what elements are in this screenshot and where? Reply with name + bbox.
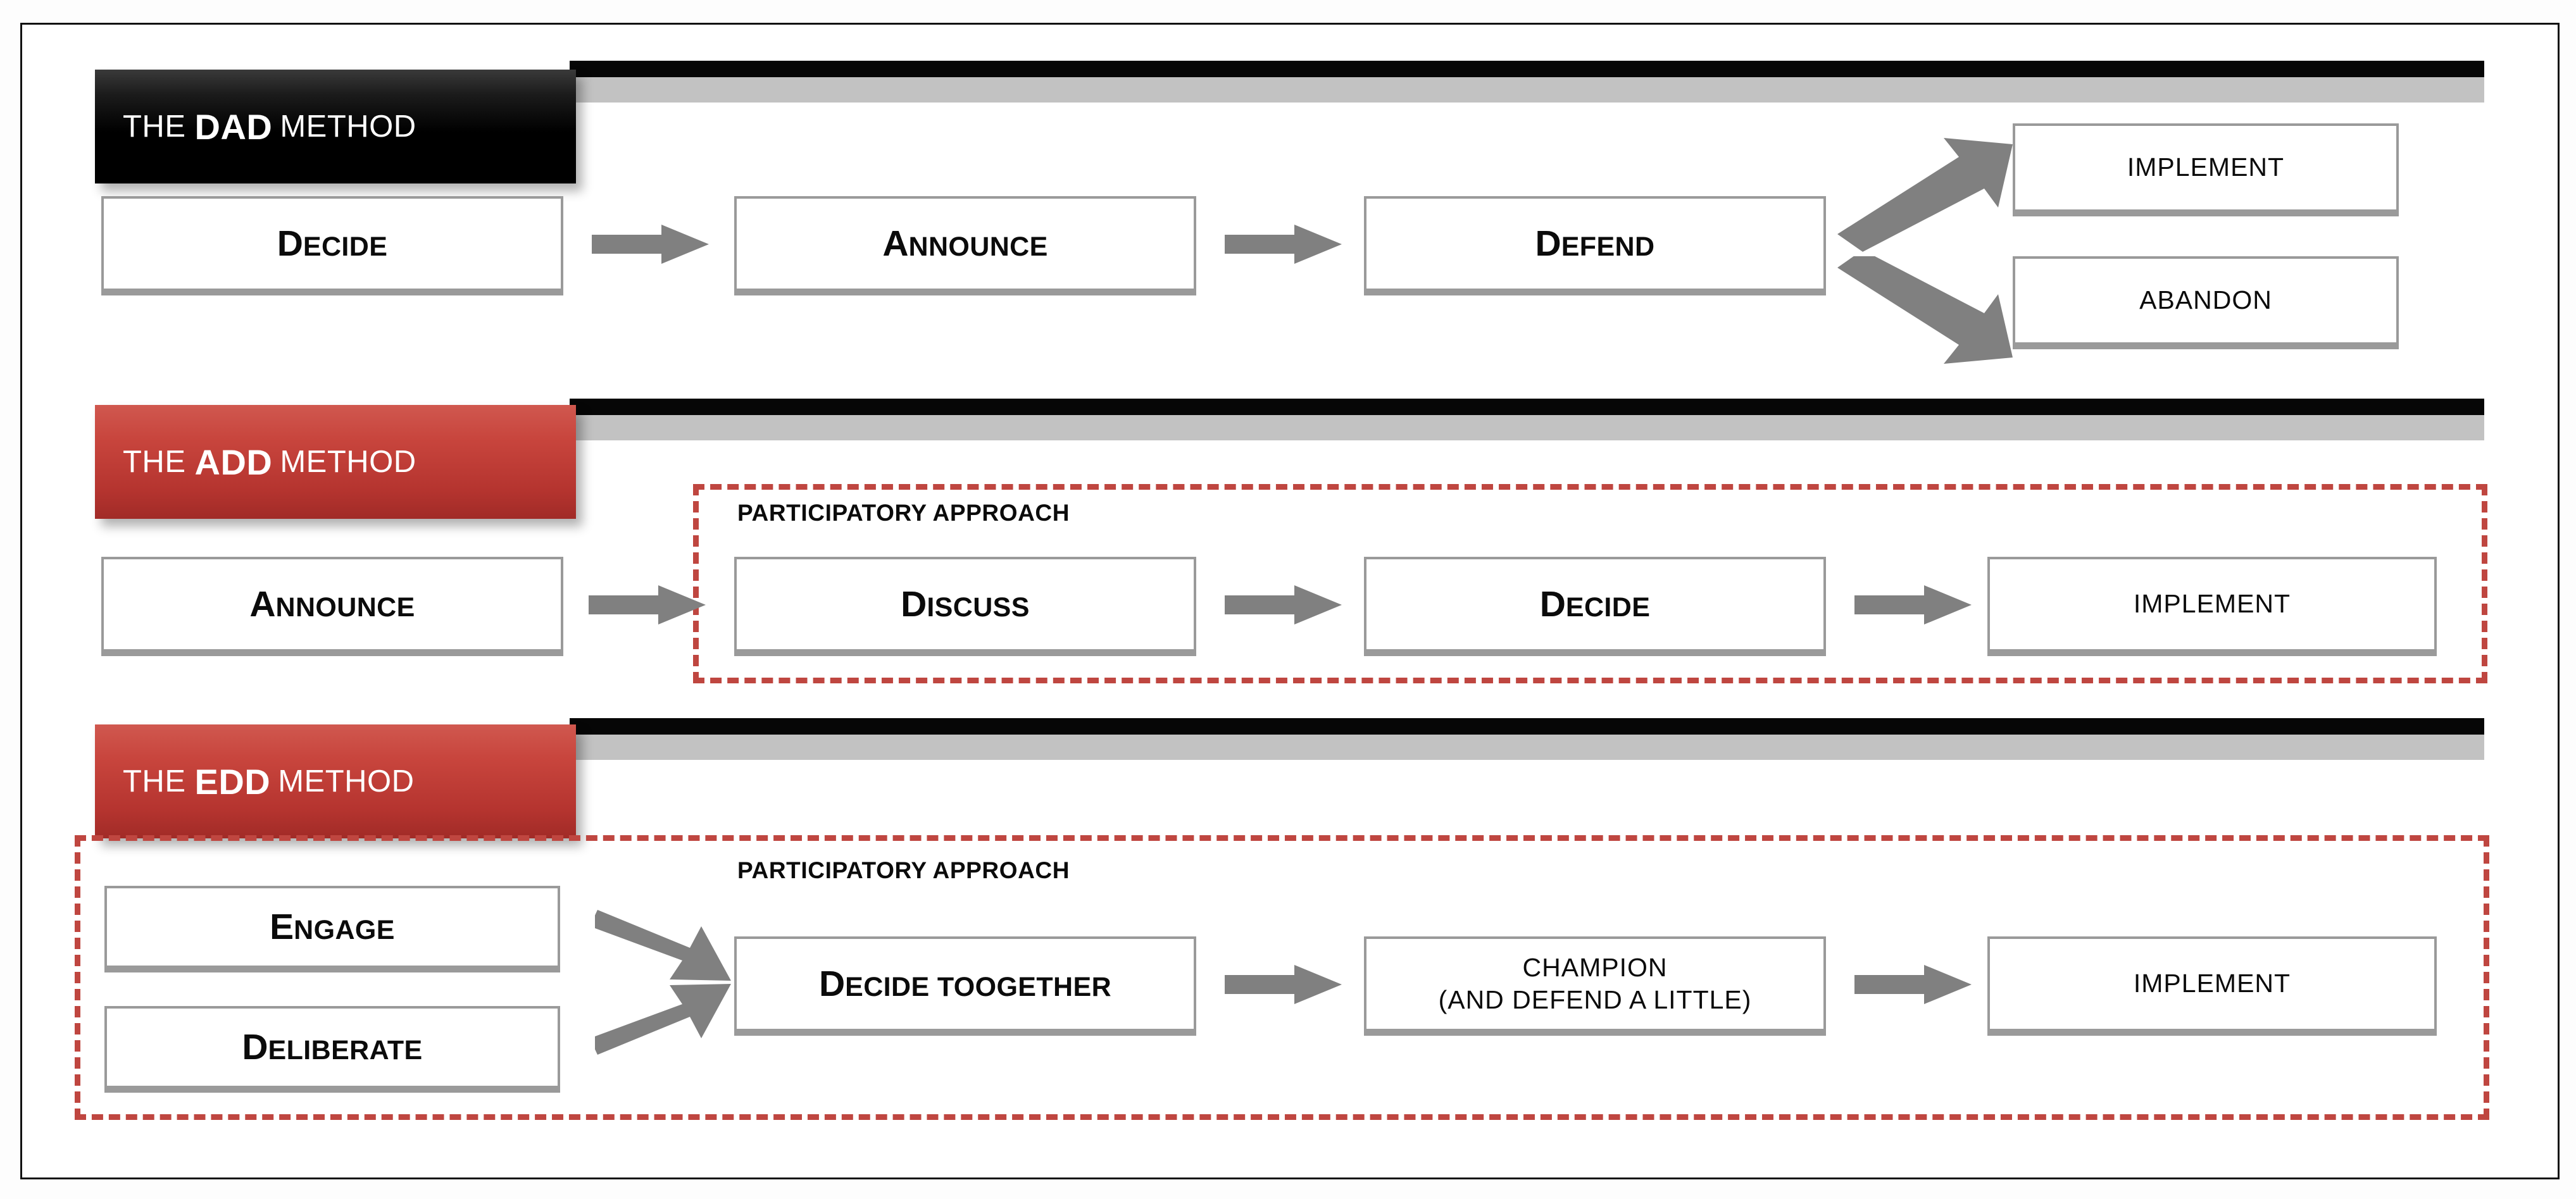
arrow-edd-2 [1854, 965, 1972, 1004]
arrow-dad-branch-down [1837, 256, 2013, 364]
box-dad-decide[interactable]: DECIDE [101, 196, 563, 291]
box-edd-deliberate[interactable]: DELIBERATE [104, 1006, 560, 1088]
arrow-add-3 [1854, 585, 1972, 624]
participatory-label-add: PARTICIPATORY APPROACH [737, 500, 1070, 526]
rail-gray-add [570, 415, 2484, 440]
label-edd-implement: IMPLEMENT [2133, 969, 2291, 998]
label-dad-decide: DECIDE [277, 223, 388, 264]
plate-dad: THE DAD METHOD [95, 70, 576, 183]
box-dad-defend[interactable]: DEFEND [1364, 196, 1826, 291]
box-edd-implement[interactable]: IMPLEMENT [1987, 936, 2437, 1031]
rail-black-dad [570, 61, 2484, 77]
rail-gray-dad [570, 77, 2484, 103]
participatory-label-edd: PARTICIPATORY APPROACH [737, 857, 1070, 883]
arrow-add-1 [589, 585, 706, 624]
arrow-add-2 [1225, 585, 1342, 624]
label-edd-engage: ENGAGE [270, 907, 395, 947]
label-dad-implement: IMPLEMENT [2127, 152, 2285, 182]
box-add-announce[interactable]: ANNOUNCE [101, 557, 563, 652]
label-edd-champion: CHAMPION (AND DEFEND A LITTLE) [1438, 952, 1752, 1014]
box-dad-announce[interactable]: ANNOUNCE [734, 196, 1196, 291]
box-dad-abandon[interactable]: ABANDON [2013, 256, 2399, 345]
arrow-dad-2 [1225, 225, 1342, 264]
arrow-dad-1 [592, 225, 709, 264]
label-dad-defend: DEFEND [1535, 223, 1655, 264]
arrow-dad-branch-up [1837, 138, 2013, 252]
rail-gray-edd [570, 735, 2484, 760]
plate-prefix-add: THE [123, 445, 186, 479]
plate-acronym-add: ADD [194, 442, 273, 482]
participatory-region-add [693, 484, 2487, 683]
rail-black-edd [570, 718, 2484, 735]
plate-prefix-edd: THE [123, 764, 186, 798]
box-add-discuss[interactable]: DISCUSS [734, 557, 1196, 652]
rail-black-add [570, 399, 2484, 415]
arrow-edd-1 [1225, 965, 1342, 1004]
plate-suffix-edd: METHOD [278, 764, 415, 798]
label-dad-abandon: ABANDON [2139, 285, 2272, 315]
label-add-discuss: DISCUSS [901, 584, 1030, 624]
plate-suffix-dad: METHOD [280, 109, 416, 144]
label-add-decide: DECIDE [1539, 584, 1651, 624]
participatory-region-edd [75, 835, 2489, 1120]
plate-suffix-add: METHOD [280, 445, 416, 479]
label-dad-announce: ANNOUNCE [882, 223, 1048, 264]
box-add-implement[interactable]: IMPLEMENT [1987, 557, 2437, 652]
plate-acronym-dad: DAD [194, 106, 273, 147]
label-add-implement: IMPLEMENT [2133, 589, 2291, 619]
box-edd-champion[interactable]: CHAMPION (AND DEFEND A LITTLE) [1364, 936, 1826, 1031]
label-edd-decide-together: DECIDE TOOGETHER [818, 964, 1112, 1004]
plate-add: THE ADD METHOD [95, 405, 576, 519]
arrow-edd-merge-lower [595, 984, 731, 1055]
arrow-edd-merge-upper [595, 910, 731, 981]
plate-acronym-edd: EDD [194, 761, 271, 802]
plate-edd: THE EDD METHOD [95, 724, 576, 838]
box-edd-engage[interactable]: ENGAGE [104, 886, 560, 968]
box-dad-implement[interactable]: IMPLEMENT [2013, 123, 2399, 212]
box-edd-decide-together[interactable]: DECIDE TOOGETHER [734, 936, 1196, 1031]
label-add-announce: ANNOUNCE [249, 584, 415, 624]
box-add-decide[interactable]: DECIDE [1364, 557, 1826, 652]
plate-prefix-dad: THE [123, 109, 186, 144]
label-edd-deliberate: DELIBERATE [242, 1027, 423, 1067]
